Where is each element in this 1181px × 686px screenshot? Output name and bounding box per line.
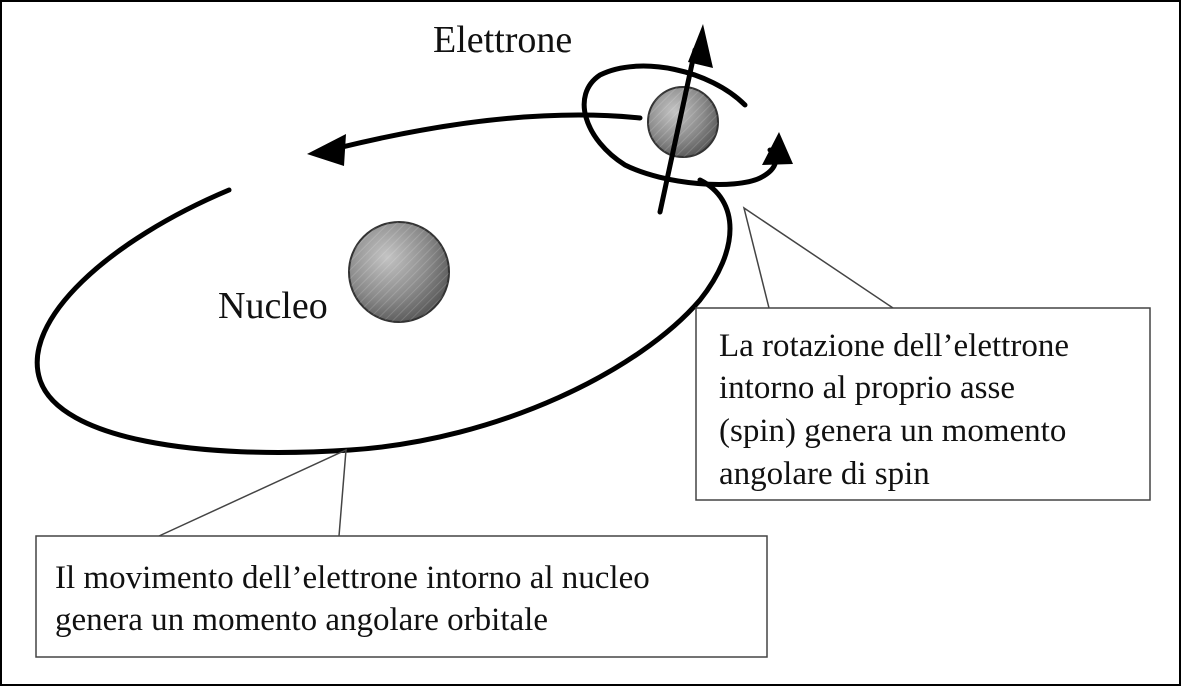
spin-callout-line-1: La rotazione dell’elettrone <box>719 328 1069 364</box>
spin-callout-box <box>695 307 1151 501</box>
spin-callout-line-3: (spin) genera un momento <box>719 413 1066 449</box>
orbital-callout-line-2: genera un momento angolare orbitale <box>55 602 548 638</box>
orbital-callout-pointer <box>158 448 347 537</box>
electron-label: Elettrone <box>433 19 572 61</box>
spin-arrow-head <box>762 132 793 165</box>
nucleus-label: Nucleo <box>218 285 328 327</box>
spin-axis <box>657 47 698 215</box>
spin-loop <box>581 63 779 187</box>
orbit-path <box>34 177 733 455</box>
spin-callout-line-2: intorno al proprio asse <box>719 370 1015 406</box>
spin-callout-pointer <box>742 206 894 309</box>
orbital-callout-line-1: Il movimento dell’elettrone intorno al n… <box>55 560 650 596</box>
electron-hatch <box>648 87 718 157</box>
orbit-arrow-head <box>307 134 346 166</box>
nucleus-hatch <box>349 222 449 322</box>
spin-callout-line-4: angolare di spin <box>719 456 930 492</box>
orbital-callout-box <box>35 535 768 658</box>
spin-axis-arrow-head <box>688 24 713 68</box>
orbit-upper-arc <box>335 112 643 151</box>
